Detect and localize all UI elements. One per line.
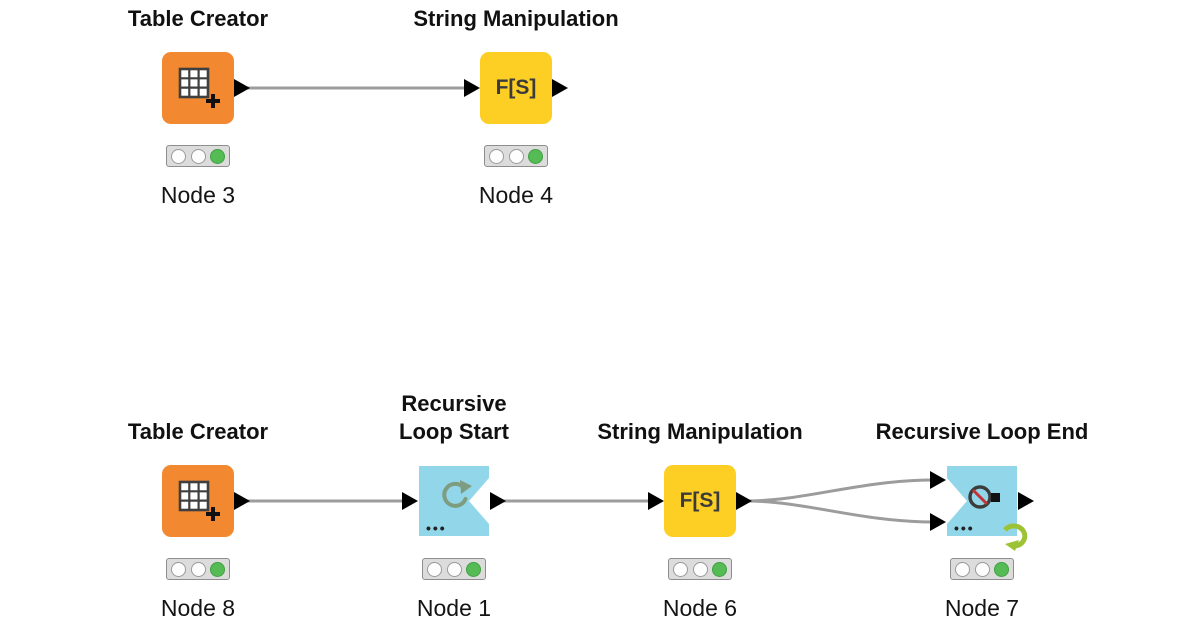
node-label[interactable]: Node 3 xyxy=(160,182,236,208)
output-port[interactable] xyxy=(234,492,250,510)
string-manipulation-icon[interactable]: F[S] xyxy=(480,52,552,124)
loop-end-shape xyxy=(947,466,1017,536)
output-port[interactable] xyxy=(552,79,568,97)
node-6[interactable]: String Manipulation F[S] Node 6 xyxy=(580,390,820,622)
traffic-light xyxy=(668,558,732,580)
node-body[interactable] xyxy=(162,465,250,537)
node-body[interactable]: F[S] xyxy=(648,465,752,537)
node-label[interactable]: Node 8 xyxy=(160,595,236,621)
connection-node6-node7-bottom[interactable] xyxy=(745,499,935,524)
green-light xyxy=(466,561,481,577)
red-light xyxy=(955,561,970,577)
node-title: Table Creator xyxy=(127,6,269,31)
table-grid-icon xyxy=(178,480,220,521)
node-title: Table Creator xyxy=(127,419,269,444)
input-port-bottom[interactable] xyxy=(930,513,946,531)
traffic-light xyxy=(166,145,230,167)
table-grid-icon xyxy=(178,67,220,108)
table-creator-icon[interactable] xyxy=(162,465,234,537)
string-manipulation-icon[interactable]: F[S] xyxy=(664,465,736,537)
recursive-loop-end-icon[interactable] xyxy=(946,465,1018,537)
input-port[interactable] xyxy=(648,492,664,510)
output-port[interactable] xyxy=(736,492,752,510)
node-1[interactable]: Recursive Loop Start ••• Node 1 xyxy=(334,390,574,622)
red-light xyxy=(489,148,504,164)
red-light xyxy=(427,561,442,577)
red-light xyxy=(171,561,186,577)
input-port-top[interactable] xyxy=(930,471,946,489)
green-light xyxy=(712,561,727,577)
node-label[interactable]: Node 4 xyxy=(478,182,554,208)
node-body[interactable]: F[S] xyxy=(464,52,568,124)
yellow-light xyxy=(190,148,206,164)
node-label[interactable]: Node 6 xyxy=(662,595,738,621)
dynamic-ports-dots: ••• xyxy=(426,520,447,536)
green-light xyxy=(528,148,543,164)
node-8[interactable]: Table Creator Node 8 xyxy=(78,390,318,622)
node-label[interactable]: Node 1 xyxy=(416,595,492,621)
fs-glyph: F[S] xyxy=(495,76,537,99)
traffic-light xyxy=(166,558,230,580)
loop-refresh-icon xyxy=(1003,523,1028,551)
traffic-light xyxy=(950,558,1014,580)
connection-node6-node7-top[interactable] xyxy=(745,478,935,503)
node-3[interactable]: Table Creator Node 3 xyxy=(78,0,318,209)
output-port[interactable] xyxy=(234,79,250,97)
green-light xyxy=(210,561,225,577)
loop-start-shape xyxy=(419,466,489,536)
yellow-light xyxy=(190,561,206,577)
red-light xyxy=(673,561,688,577)
output-port[interactable] xyxy=(1018,492,1034,510)
node-body[interactable]: ••• xyxy=(402,465,506,537)
node-label[interactable]: Node 7 xyxy=(944,595,1020,621)
table-creator-icon[interactable] xyxy=(162,52,234,124)
fs-glyph: F[S] xyxy=(679,489,721,512)
node-title: String Manipulation xyxy=(413,6,619,31)
node-title: Recursive Loop Start xyxy=(399,391,509,444)
yellow-light xyxy=(974,561,990,577)
traffic-light xyxy=(422,558,486,580)
yellow-light xyxy=(692,561,708,577)
node-title: Recursive Loop End xyxy=(875,419,1089,444)
recursive-loop-start-icon[interactable] xyxy=(418,465,490,537)
node-4[interactable]: String Manipulation F[S] Node 4 xyxy=(396,0,636,209)
node-body[interactable] xyxy=(162,52,250,124)
red-light xyxy=(171,148,186,164)
green-light xyxy=(210,148,225,164)
node-body[interactable]: ••• xyxy=(930,465,1034,551)
yellow-light xyxy=(508,148,524,164)
green-light xyxy=(994,561,1009,577)
node-title: String Manipulation xyxy=(597,419,803,444)
node-7[interactable]: Recursive Loop End ••• xyxy=(862,390,1102,622)
yellow-light xyxy=(446,561,462,577)
output-port[interactable] xyxy=(490,492,506,510)
input-port[interactable] xyxy=(464,79,480,97)
traffic-light xyxy=(484,145,548,167)
input-port[interactable] xyxy=(402,492,418,510)
dynamic-ports-dots: ••• xyxy=(954,520,975,536)
